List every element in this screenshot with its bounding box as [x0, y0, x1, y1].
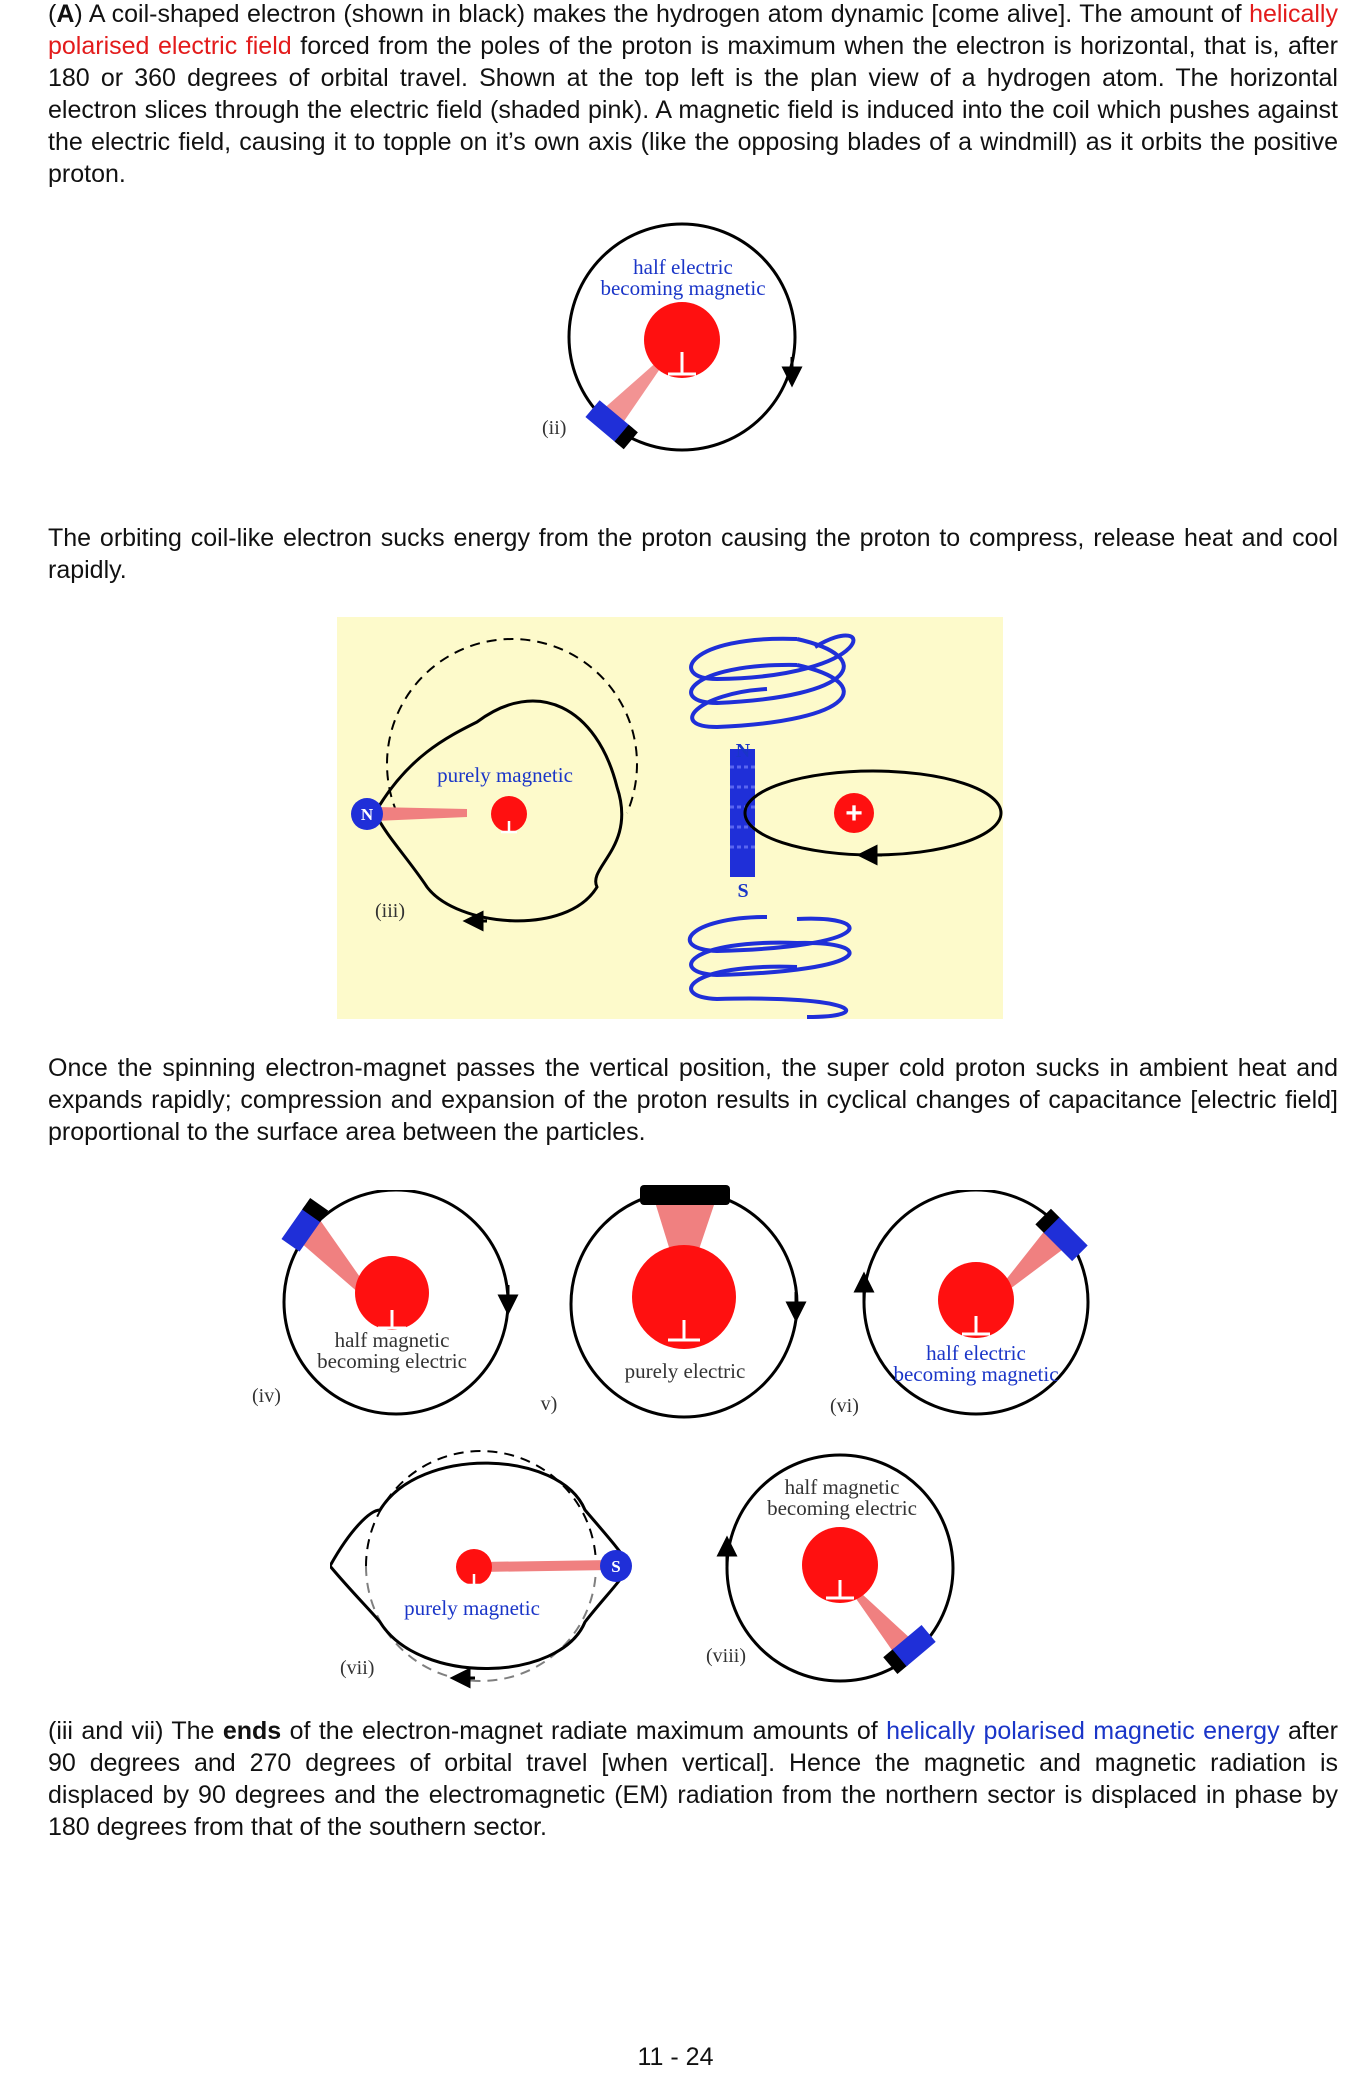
- proton: [632, 1245, 736, 1349]
- magnetic-beam: [375, 807, 467, 821]
- page-number: 11 - 24: [637, 2043, 714, 2071]
- fig-viii-line1: half magnetic: [785, 1475, 900, 1499]
- fig-ii-line2: becoming magnetic: [600, 276, 765, 300]
- fig-v-caption: purely electric: [625, 1359, 746, 1383]
- label-bracket-open: (: [48, 0, 57, 28]
- fig-vii-label: (vii): [340, 1657, 374, 1679]
- electron-pole: [351, 798, 383, 830]
- electron-coil: [1035, 1208, 1088, 1262]
- orbit-ring: [725, 1453, 955, 1683]
- figure-iii-svg: N purely magnetic (iii) N S +: [351, 633, 1003, 1019]
- fig-iv-line2: becoming electric: [317, 1349, 467, 1373]
- pole-label-s: S: [611, 1557, 620, 1576]
- proton: [938, 1262, 1014, 1338]
- electron-coil: [585, 400, 638, 450]
- fig-v-label: (v): [540, 1393, 557, 1415]
- orbit-ring: [567, 222, 797, 452]
- fig-vi-label: (vi): [830, 1395, 859, 1417]
- fig-vi-line1: half electric: [926, 1341, 1026, 1365]
- proton-mark: [378, 1310, 406, 1330]
- figure-vii: S purely magnetic (vii): [330, 1450, 632, 1689]
- bar-magnet: [730, 749, 755, 877]
- paragraph-radiation: (iii and vii) The ends of the electron-m…: [48, 1715, 1338, 1843]
- bold-word: ends: [222, 1717, 282, 1745]
- electric-field-beam: [655, 1202, 715, 1270]
- pole-label-n: N: [361, 805, 374, 824]
- proton: [456, 1549, 492, 1585]
- fig-ii-line1: half electric: [633, 255, 733, 279]
- paragraph-intro: (A) A coil-shaped electron (shown in bla…: [48, 0, 1338, 190]
- fig-iii-label: (iii): [375, 900, 405, 922]
- proton-mark: [826, 1580, 854, 1600]
- intro-text-b: forced from the poles of the proton is m…: [48, 32, 1338, 188]
- electron-pole: [600, 1550, 632, 1582]
- proton-mark: [962, 1316, 990, 1336]
- magnetic-beam: [480, 1560, 612, 1572]
- blue-phrase: helically polarised magnetic energy: [886, 1717, 1280, 1745]
- magnet-north: N: [736, 740, 751, 762]
- paragraph-expansion: Once the spinning electron-magnet passes…: [48, 1054, 1338, 1146]
- figure-ii: half electric becoming magnetic (ii): [542, 222, 803, 452]
- red-phrase: helically polarised electric field: [48, 0, 1338, 60]
- figure-vi: half electric becoming magnetic (vi): [830, 1190, 1090, 1417]
- radiation-text-a: (iii and vii) The: [48, 1717, 223, 1745]
- section-label: A: [56, 0, 75, 28]
- radiation-text-b: of the electron-magnet radiate maximum a…: [281, 1717, 887, 1745]
- figure-iv: half magnetic becoming electric (iv): [252, 1190, 519, 1416]
- fig-ii-label: (ii): [542, 417, 566, 439]
- fig-vii-caption: purely magnetic: [404, 1596, 540, 1620]
- proton-positive: [834, 793, 874, 833]
- figure-iii-panel: N purely magnetic (iii) N S +: [337, 617, 1003, 1019]
- fig-viii-line2: becoming electric: [767, 1496, 917, 1520]
- fig-vi-line2: becoming magnetic: [893, 1362, 1058, 1386]
- electron-coil: [640, 1185, 730, 1205]
- figure-viii: half magnetic becoming electric (viii): [706, 1453, 955, 1683]
- fig-iii-caption: purely magnetic: [437, 763, 573, 787]
- fig-iv-label: (iv): [252, 1385, 281, 1407]
- label-bracket-close: ): [74, 0, 83, 28]
- proton: [802, 1527, 878, 1603]
- proton-mark: [668, 352, 696, 376]
- proton-mark: [668, 1320, 700, 1342]
- helix-top: [689, 633, 856, 730]
- distorted-orbit: [373, 699, 624, 923]
- helix-bottom: [687, 915, 852, 1019]
- proton-sign: +: [845, 797, 863, 830]
- dashed-circle-lower: [365, 1565, 597, 1682]
- dashed-circle: [386, 638, 638, 814]
- proton: [644, 302, 720, 378]
- proton-mark: [466, 1574, 482, 1587]
- proton: [355, 1256, 429, 1330]
- paragraph-compression: The orbiting coil-like electron sucks en…: [48, 524, 1338, 584]
- intro-text-a: A coil-shaped electron (shown in black) …: [82, 0, 1250, 28]
- fig-iv-line1: half magnetic: [335, 1328, 450, 1352]
- fig-viii-label: (viii): [706, 1645, 746, 1667]
- electron-coil: [883, 1625, 936, 1675]
- figure-v: purely electric (v): [540, 1185, 807, 1419]
- dashed-circle: [365, 1450, 597, 1567]
- proton: [491, 796, 527, 832]
- proton-mark: [501, 821, 517, 834]
- electron-coil: [281, 1198, 329, 1252]
- radiation-text-c: after 90 degrees and 270 degrees of orbi…: [48, 1717, 1338, 1841]
- magnet-south: S: [737, 880, 748, 902]
